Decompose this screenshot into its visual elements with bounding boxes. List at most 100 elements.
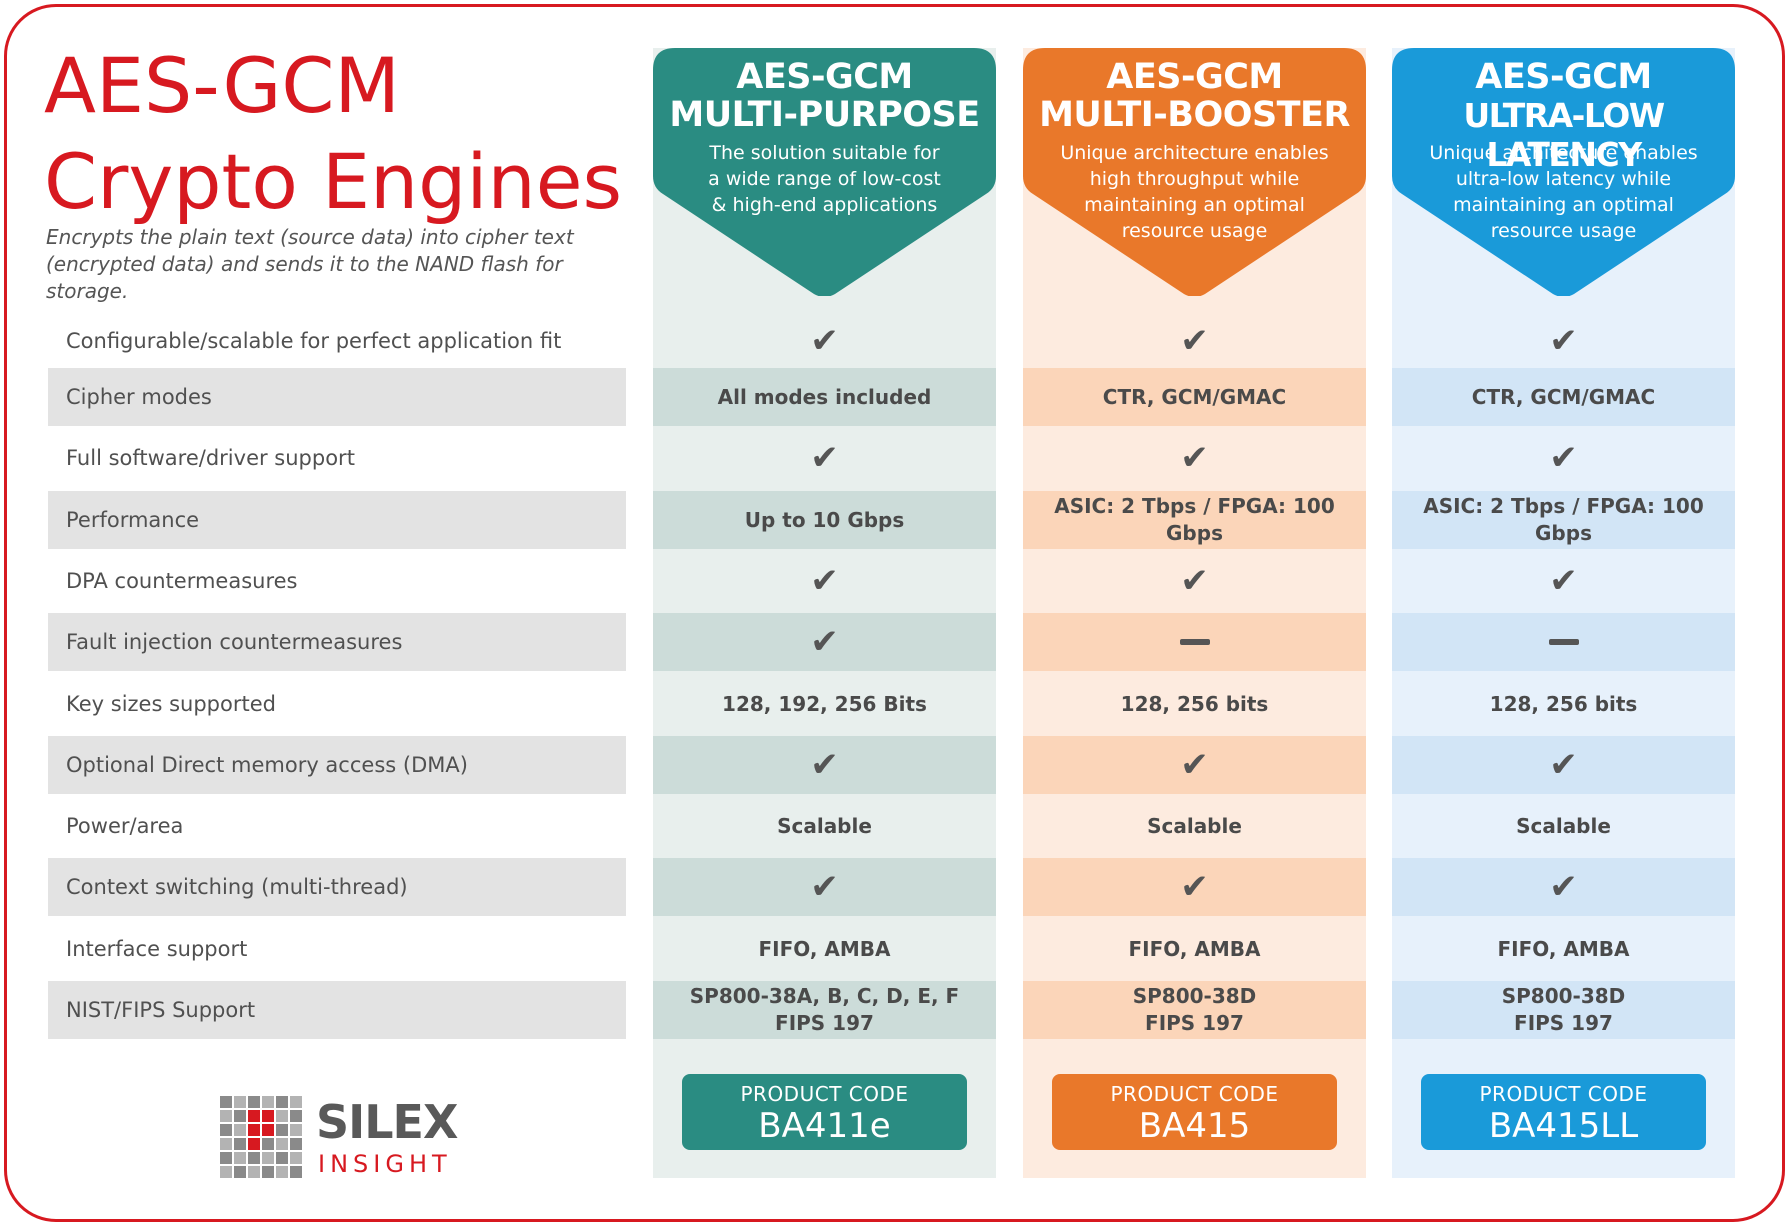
cell-not-supported bbox=[1392, 613, 1735, 671]
column-description-line: The solution suitable for bbox=[709, 142, 940, 164]
logo-square bbox=[262, 1152, 274, 1164]
logo-square bbox=[276, 1166, 288, 1178]
logo-square bbox=[220, 1124, 232, 1136]
logo-square bbox=[276, 1110, 288, 1122]
product-code-label: PRODUCT CODE bbox=[740, 1082, 909, 1106]
cell-not-supported bbox=[1023, 613, 1366, 671]
cell-check: ✔ bbox=[653, 429, 996, 487]
feature-label: Fault injection countermeasures bbox=[48, 613, 626, 671]
feature-label: Full software/driver support bbox=[66, 446, 355, 470]
logo-square bbox=[234, 1110, 246, 1122]
column-description-line: high throughput while bbox=[1089, 168, 1300, 190]
cell-value: 128, 192, 256 Bits bbox=[722, 691, 927, 716]
cell-value: SP800-38A, B, C, D, E, F FIPS 197 bbox=[653, 981, 996, 1039]
checkmark-icon: ✔ bbox=[1549, 320, 1578, 361]
column-description-line: resource usage bbox=[1490, 220, 1637, 242]
column-title-line1: AES-GCM bbox=[736, 57, 913, 97]
column-description-line: & high-end applications bbox=[711, 194, 938, 216]
product-code-value: BA415 bbox=[1138, 1106, 1251, 1146]
feature-label: Cipher modes bbox=[48, 368, 626, 426]
logo-square bbox=[234, 1096, 246, 1108]
cell-check: ✔ bbox=[1392, 429, 1735, 487]
logo-square bbox=[248, 1096, 260, 1108]
company-logo: SILEX INSIGHT bbox=[220, 1096, 460, 1182]
checkmark-icon: ✔ bbox=[810, 320, 839, 361]
page-title-line1: AES-GCM bbox=[44, 41, 400, 130]
cell-check: ✔ bbox=[653, 858, 996, 916]
cell-value: FIFO, AMBA bbox=[758, 936, 891, 961]
logo-square bbox=[220, 1110, 232, 1122]
logo-square bbox=[262, 1124, 274, 1136]
feature-label: Interface support bbox=[66, 937, 248, 961]
logo-square bbox=[220, 1096, 232, 1108]
cell-check: ✔ bbox=[1023, 552, 1366, 610]
logo-square bbox=[220, 1152, 232, 1164]
feature-label: Configurable/scalable for perfect applic… bbox=[66, 329, 562, 353]
cell-check: ✔ bbox=[1392, 858, 1735, 916]
cell-value: ASIC: 2 Tbps / FPGA: 100 Gbps bbox=[1392, 491, 1735, 549]
logo-square bbox=[290, 1138, 302, 1150]
feature-label: DPA countermeasures bbox=[66, 569, 298, 593]
logo-square bbox=[262, 1096, 274, 1108]
cell-value: FIFO, AMBA bbox=[1497, 936, 1630, 961]
logo-square bbox=[248, 1124, 260, 1136]
feature-label: Performance bbox=[48, 491, 626, 549]
cell-value: CTR, GCM/GMAC bbox=[1023, 368, 1366, 426]
checkmark-icon: ✔ bbox=[1549, 437, 1578, 478]
page-title-line2: Crypto Engines bbox=[44, 137, 623, 226]
logo-square bbox=[290, 1110, 302, 1122]
logo-square bbox=[248, 1138, 260, 1150]
logo-square bbox=[234, 1152, 246, 1164]
column-header-shape bbox=[653, 48, 996, 296]
checkmark-icon: ✔ bbox=[810, 560, 839, 601]
logo-square bbox=[220, 1138, 232, 1150]
subtitle-line2: (encrypted data) and sends it to the NAN… bbox=[46, 252, 563, 303]
page-title: AES-GCM Crypto Engines bbox=[44, 38, 622, 230]
column-description-line: resource usage bbox=[1121, 220, 1268, 242]
logo-square bbox=[290, 1152, 302, 1164]
feature-label: Context switching (multi-thread) bbox=[48, 858, 626, 916]
cell-check: ✔ bbox=[1392, 736, 1735, 794]
logo-square bbox=[276, 1124, 288, 1136]
column-header-shape bbox=[1023, 48, 1366, 296]
logo-square bbox=[234, 1166, 246, 1178]
logo-square bbox=[262, 1110, 274, 1122]
column-description-line: a wide range of low-cost bbox=[708, 168, 941, 190]
logo-square bbox=[248, 1152, 260, 1164]
logo-square bbox=[234, 1124, 246, 1136]
dash-icon bbox=[1179, 639, 1210, 645]
cell-check: ✔ bbox=[1392, 312, 1735, 370]
checkmark-icon: ✔ bbox=[1180, 560, 1209, 601]
cell-value: SP800-38D FIPS 197 bbox=[1023, 981, 1366, 1039]
column-title-line2: MULTI-PURPOSE bbox=[669, 95, 980, 135]
page-subtitle: Encrypts the plain text (source data) in… bbox=[46, 224, 646, 305]
column-description-line: maintaining an optimal bbox=[1453, 194, 1674, 216]
cell-check: ✔ bbox=[1392, 552, 1735, 610]
cell-value: 128, 256 bits bbox=[1489, 691, 1638, 716]
checkmark-icon: ✔ bbox=[810, 621, 839, 662]
logo-square bbox=[234, 1138, 246, 1150]
logo-square bbox=[262, 1138, 274, 1150]
checkmark-icon: ✔ bbox=[1549, 560, 1578, 601]
column-title-line2: ULTRA-LOW LATENCY bbox=[1463, 96, 1665, 174]
cell-check: ✔ bbox=[1023, 312, 1366, 370]
cell-check: ✔ bbox=[653, 613, 996, 671]
cell-value: SP800-38D FIPS 197 bbox=[1392, 981, 1735, 1039]
cell-value: FIFO, AMBA bbox=[1128, 936, 1261, 961]
column-title-line1: AES-GCM bbox=[1475, 57, 1652, 97]
cell-value: CTR, GCM/GMAC bbox=[1392, 368, 1735, 426]
product-code-value: BA411e bbox=[758, 1106, 891, 1146]
logo-square bbox=[290, 1166, 302, 1178]
cell-value: Scalable bbox=[1147, 813, 1242, 838]
checkmark-icon: ✔ bbox=[810, 744, 839, 785]
cell-value: All modes included bbox=[653, 368, 996, 426]
feature-label: Optional Direct memory access (DMA) bbox=[48, 736, 626, 794]
logo-square bbox=[276, 1152, 288, 1164]
cell-check: ✔ bbox=[653, 312, 996, 370]
column-header-shape bbox=[1392, 48, 1735, 296]
logo-square bbox=[248, 1166, 260, 1178]
